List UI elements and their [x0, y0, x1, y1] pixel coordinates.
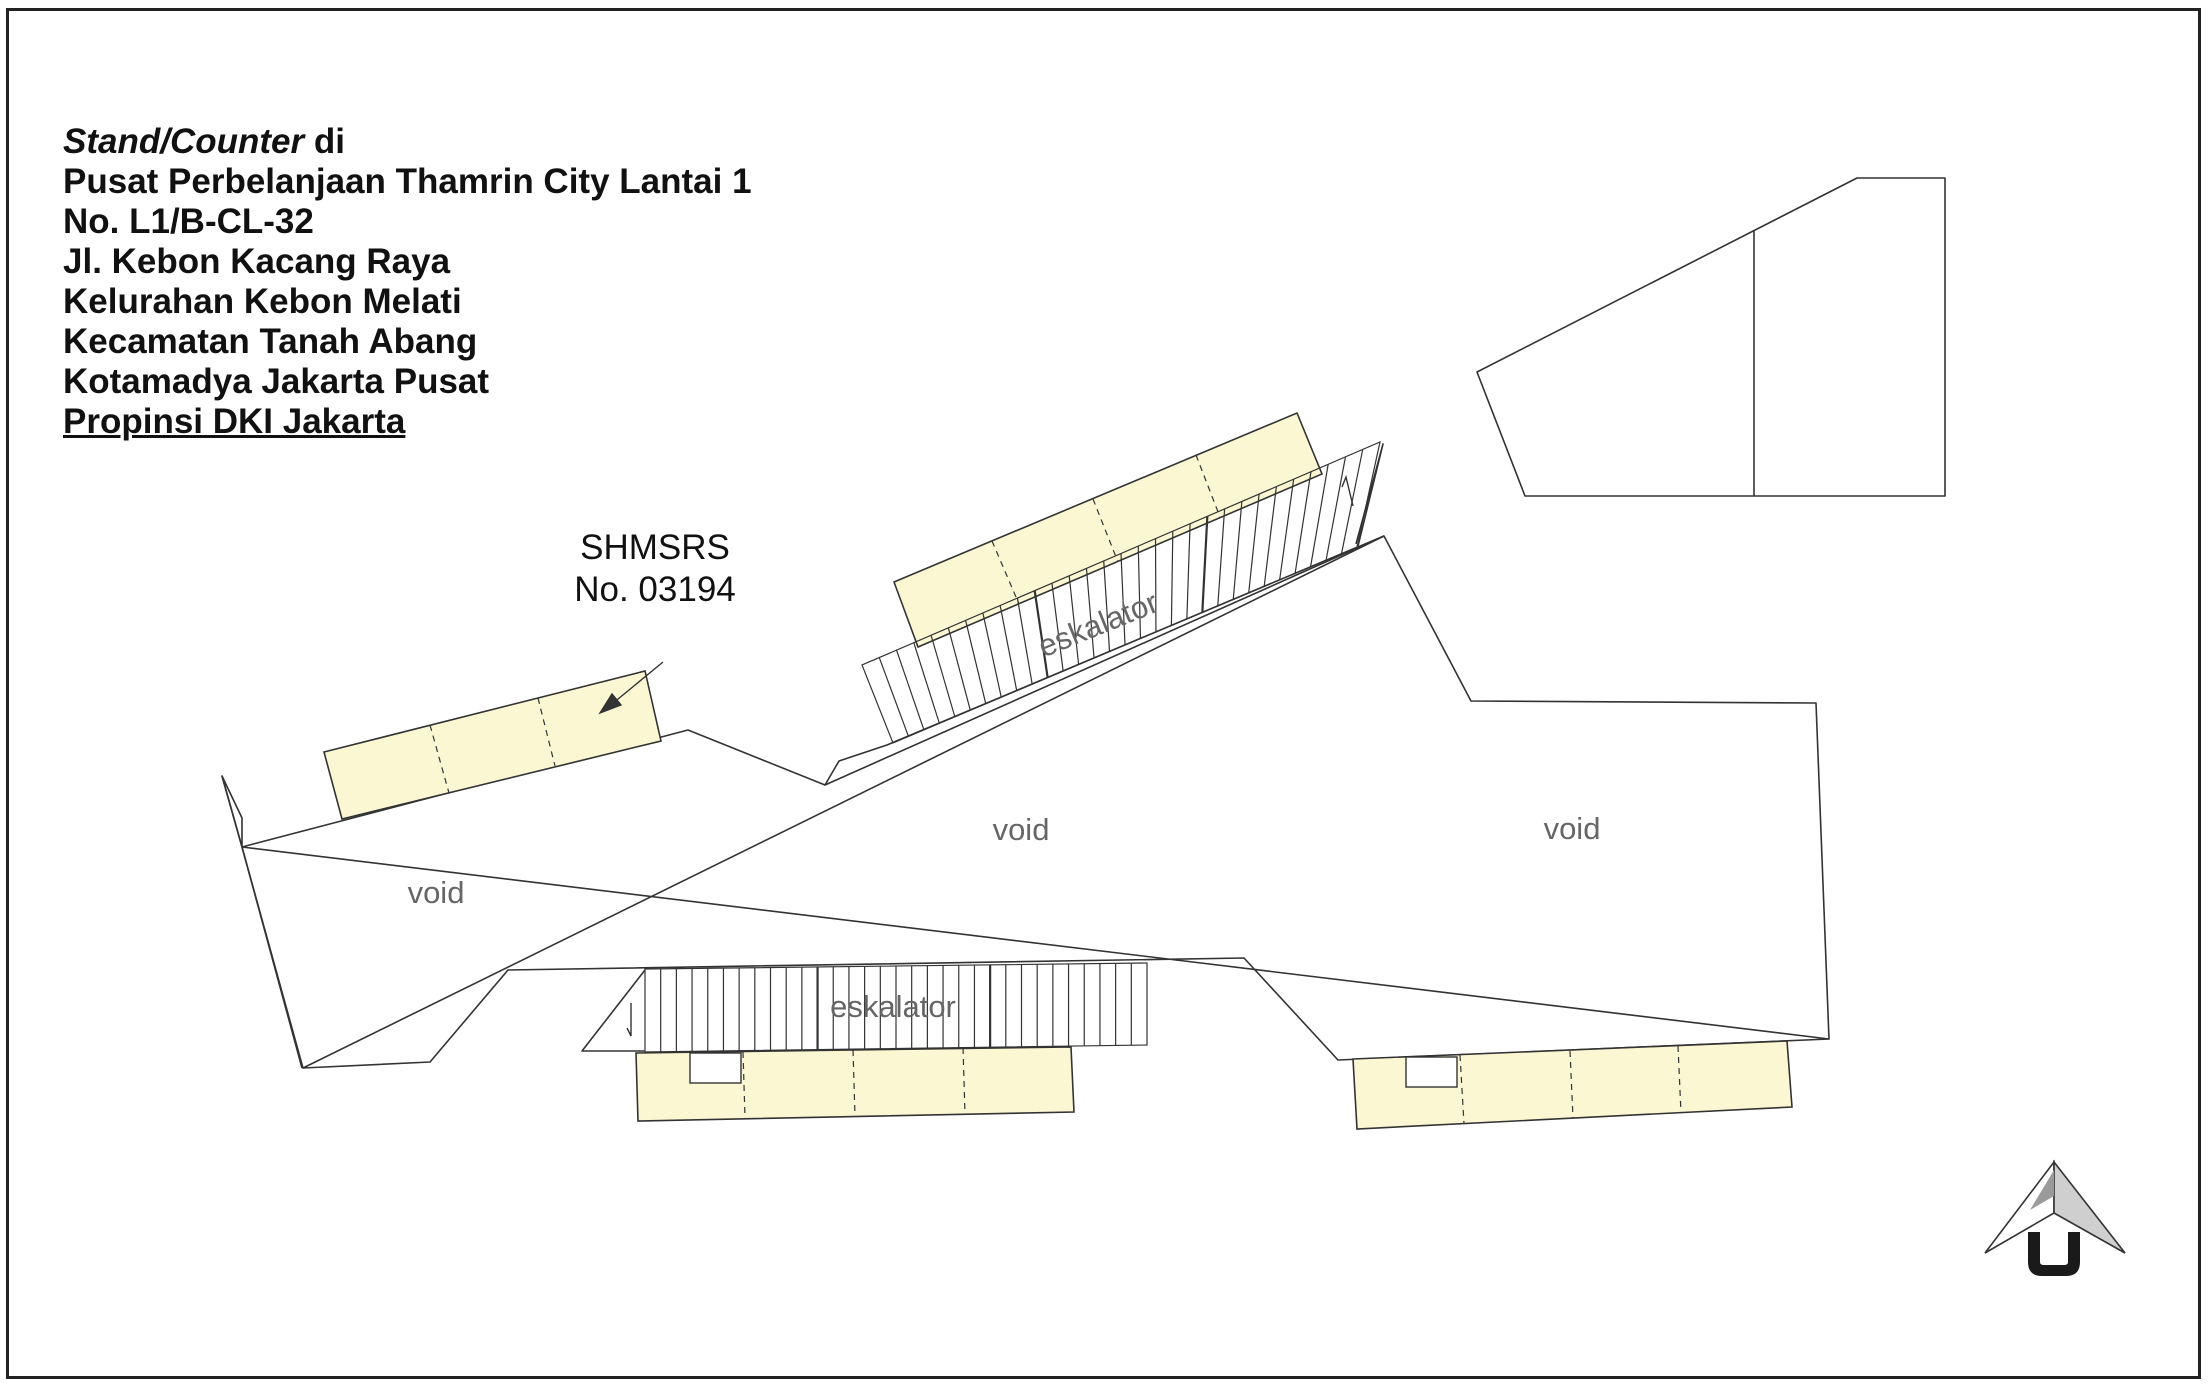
escalator-step — [1263, 486, 1277, 587]
counter-split — [1459, 1054, 1465, 1125]
shmsrs-label: SHMSRS — [580, 528, 730, 567]
counter-cutout — [689, 1052, 742, 1084]
counter-split — [537, 697, 556, 767]
counter-split — [1569, 1050, 1574, 1119]
escalator-up-arrow-icon — [1341, 474, 1354, 507]
counter-split — [1195, 454, 1221, 518]
escalator-top-grid — [861, 440, 1381, 744]
title-di: di — [304, 122, 345, 161]
title-line-2: Pusat Perbelanjaan Thamrin City Lantai 1 — [63, 162, 752, 201]
escalator-step — [1248, 493, 1260, 593]
shmsrs-pointer-arrow-icon — [598, 692, 623, 715]
north-arrow-icon — [1984, 1159, 2126, 1276]
escalator-step — [1068, 575, 1080, 665]
escalator-label-bottom: eskalator — [830, 989, 956, 1024]
escalator-step — [1279, 479, 1295, 580]
escalator-step — [1103, 560, 1111, 652]
title-line-6: Kecamatan Tanah Abang — [63, 322, 478, 361]
escalator-step — [1085, 568, 1095, 659]
escalator-down-arrow-icon — [626, 1003, 632, 1037]
escalator-step — [1051, 583, 1064, 672]
counter-row-top — [892, 411, 1324, 649]
escalator-step — [1016, 597, 1033, 685]
escalator-step — [1325, 456, 1347, 561]
counter-split — [991, 540, 1020, 605]
escalator-step — [1294, 471, 1312, 574]
escalator-step — [1310, 464, 1329, 567]
title-line-3: No. L1/B-CL-32 — [63, 202, 314, 241]
title-line-8: Propinsi DKI Jakarta — [63, 402, 406, 441]
title-line-4: Jl. Kebon Kacang Raya — [63, 242, 451, 281]
title-line-5: Kelurahan Kebon Melati — [63, 282, 462, 321]
bottom-escalator-wedge — [581, 969, 646, 1052]
escalator-step — [947, 627, 971, 711]
escalator-step — [1120, 553, 1126, 646]
escalator-step — [965, 620, 987, 704]
escalator-step — [1217, 508, 1226, 606]
escalator-step — [1232, 501, 1243, 600]
escalator-step — [878, 657, 910, 737]
escalator-step — [930, 635, 956, 718]
counter-row-left — [323, 670, 662, 820]
void-label-left: void — [408, 875, 465, 910]
counter-row-bottom-right — [1352, 1040, 1793, 1130]
void-divider-center — [302, 535, 1385, 1069]
floor-outline — [221, 535, 1830, 1069]
escalator-outline — [644, 962, 1148, 1053]
escalator-step — [913, 642, 940, 724]
counter-split — [429, 724, 450, 794]
escalator-step — [1137, 546, 1142, 639]
left-wing-outline — [221, 775, 303, 1069]
title-line-7: Kotamadya Jakarta Pusat — [63, 362, 490, 401]
escalator-step — [1186, 523, 1191, 619]
void-label-right: void — [1544, 811, 1601, 846]
escalator-step — [999, 605, 1018, 691]
escalator-step — [1201, 516, 1209, 613]
shmsrs-pointer-line — [611, 661, 664, 705]
map-frame — [6, 8, 2201, 1379]
title-block: Stand/Counter di Pusat Perbelanjaan Tham… — [63, 122, 752, 442]
void-label-center: void — [993, 812, 1050, 847]
escalator-bottom-grid — [644, 962, 1148, 1053]
void-divider-left — [241, 846, 1830, 1040]
escalator-step — [1033, 590, 1049, 678]
upper-right-block — [1476, 177, 1946, 497]
escalator-step — [982, 612, 1002, 698]
counter-split — [742, 1051, 746, 1119]
title-line-1: Stand/Counter di — [63, 122, 752, 162]
title-italic: Stand/Counter — [63, 122, 305, 161]
counter-split — [852, 1049, 856, 1117]
counter-split — [1677, 1045, 1682, 1114]
void-divider-top — [824, 535, 1385, 786]
counter-cutout — [1405, 1056, 1458, 1088]
escalator-step — [1170, 531, 1174, 626]
counter-split — [1092, 498, 1119, 563]
counter-row-bottom-left — [635, 1046, 1075, 1122]
shmsrs-number: No. 03194 — [574, 570, 736, 609]
counter-split — [962, 1047, 966, 1115]
escalator-step — [895, 649, 925, 731]
escalator-label-top: eskalator — [1033, 584, 1163, 664]
